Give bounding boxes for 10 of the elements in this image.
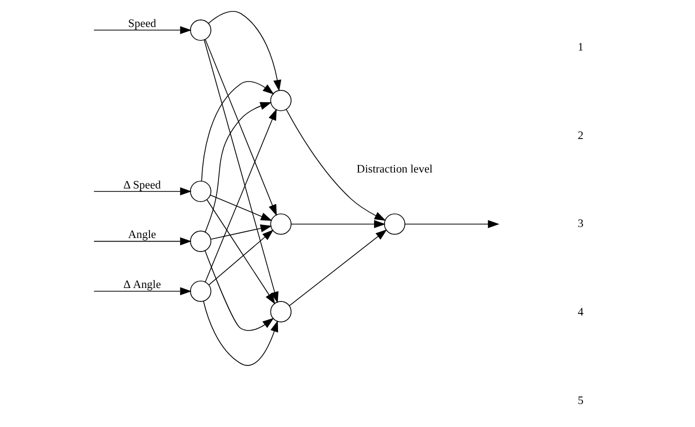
edge-label: Speed <box>128 18 156 30</box>
label: 4 <box>577 306 583 319</box>
label: 1 <box>577 41 583 54</box>
edge-label: Δ Angle <box>122 279 160 292</box>
node-label: Distraction level <box>356 163 432 176</box>
edge-label: Δ Speed <box>122 179 160 192</box>
label: 2 <box>577 130 583 142</box>
label: 5 <box>577 394 583 407</box>
label: 3 <box>577 218 583 230</box>
edge-label: Angle <box>128 229 156 242</box>
